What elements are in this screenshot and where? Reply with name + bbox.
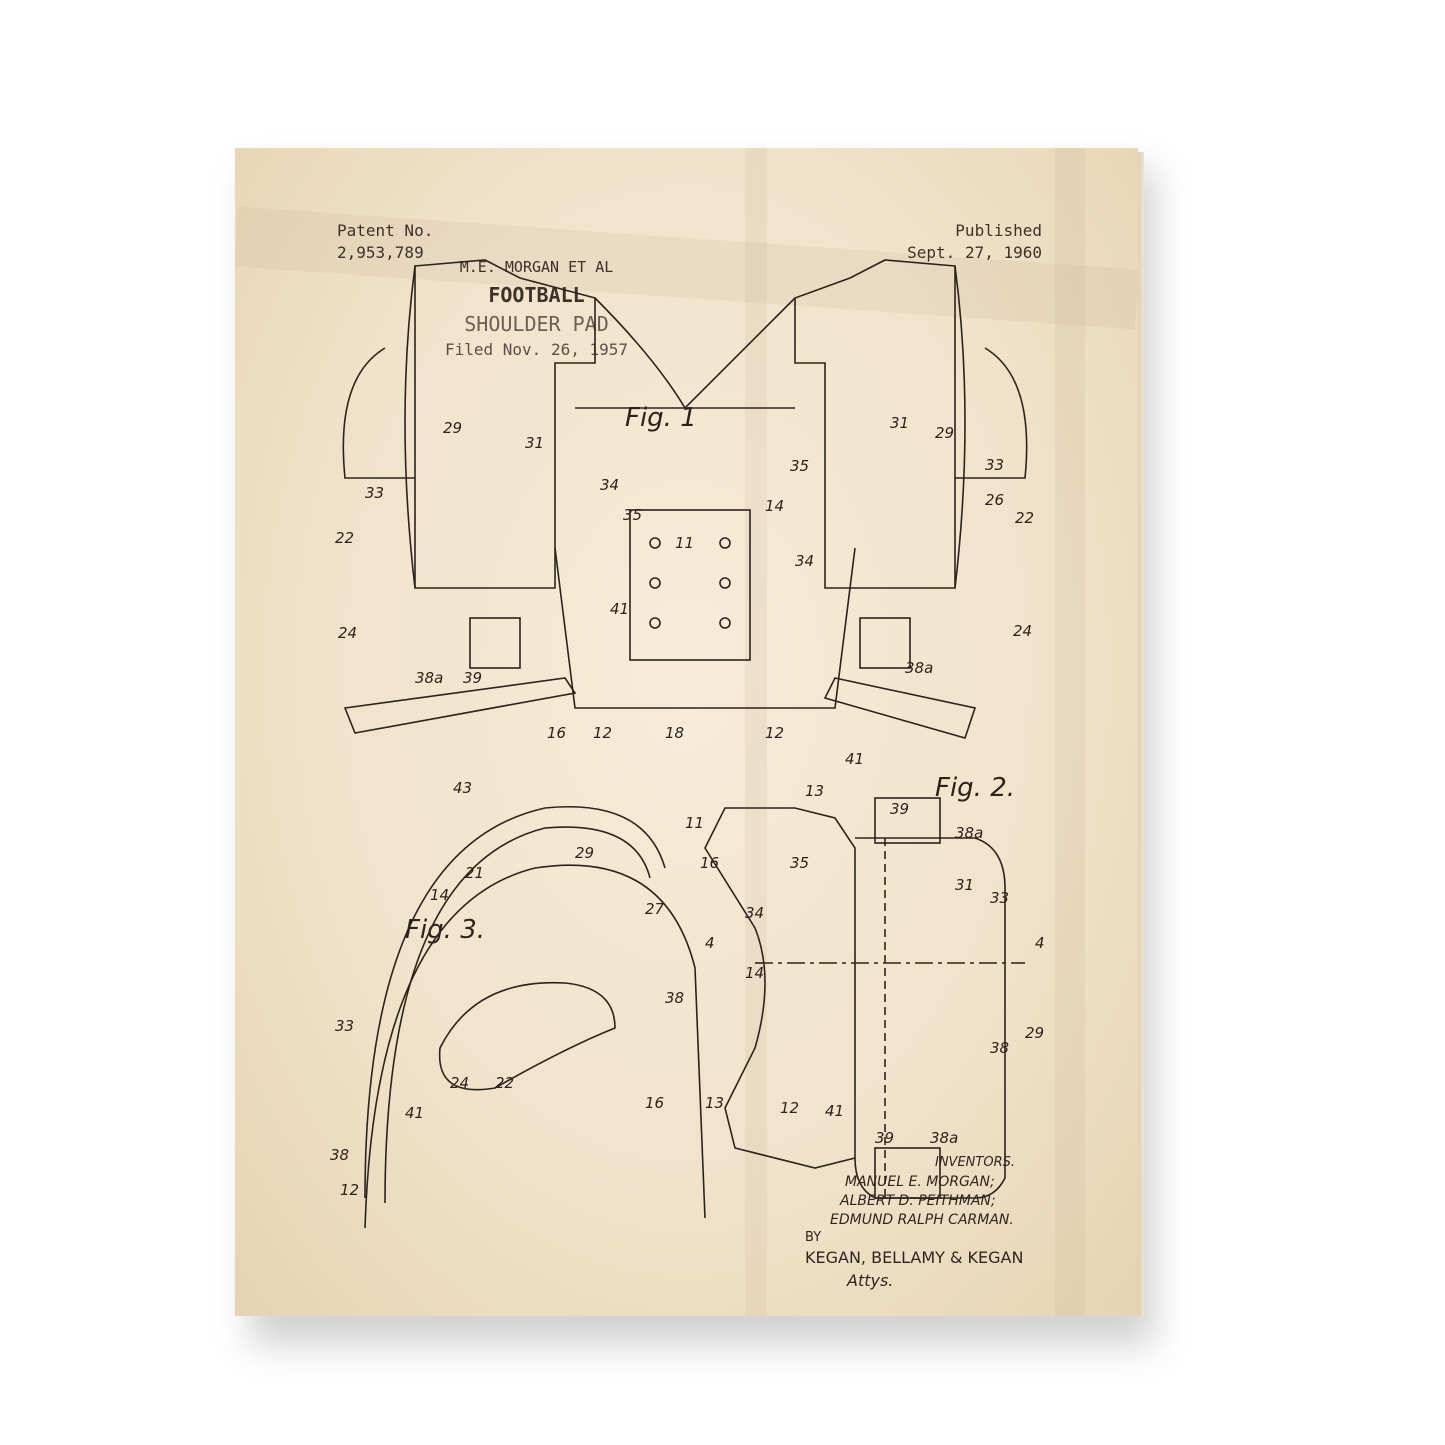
inventor-short: M.E. MORGAN ET AL: [459, 258, 614, 276]
fig2-reference-numerals: 13 41 39 38a 11 16 35 31 33 34 4 4 14 29 38 12 41 39 38a: [685, 750, 1045, 1147]
by-label: BY: [805, 1230, 822, 1245]
reference-numeral: 41: [825, 1102, 844, 1120]
reference-numeral: 41: [405, 1104, 424, 1122]
reference-numeral: 14: [745, 964, 764, 982]
reference-numeral: 16: [700, 854, 719, 872]
reference-numeral: 13: [805, 782, 824, 800]
reference-numeral: 34: [745, 904, 764, 922]
reference-numeral: 35: [790, 854, 809, 872]
acrylic-edge: [1136, 152, 1144, 1316]
title-line1: FOOTBALL: [488, 283, 585, 307]
reference-numeral: 16: [645, 1094, 664, 1112]
fig3-label: Fig. 3.: [405, 915, 485, 945]
reference-numeral: 22: [335, 529, 354, 547]
fig2-label: Fig. 2.: [935, 773, 1015, 803]
reference-numeral: 41: [845, 750, 864, 768]
reference-numeral: 41: [610, 600, 629, 618]
reference-numeral: 34: [600, 476, 619, 494]
reference-numeral: 33: [335, 1017, 354, 1035]
fig1-label: Fig. 1: [625, 403, 697, 433]
inventors-label: INVENTORS.: [935, 1155, 1015, 1170]
reference-numeral: 21: [465, 864, 484, 882]
reference-numeral: 33: [365, 484, 384, 502]
reference-numeral: 38a: [930, 1129, 958, 1147]
reference-numeral: 38a: [955, 824, 983, 842]
inventor-3: EDMUND RALPH CARMAN.: [830, 1212, 1014, 1228]
reference-numeral: 12: [593, 724, 612, 742]
reference-numeral: 31: [525, 434, 544, 452]
reference-numeral: 31: [890, 414, 909, 432]
reference-numeral: 39: [463, 669, 482, 687]
fig2-drawing: [704, 797, 1025, 1199]
patent-drawings: Fig. 1 Fig. 2. Fig. 3. 29313322243435114…: [330, 259, 1045, 1229]
reference-numeral: 35: [790, 457, 809, 475]
reference-numeral: 16: [547, 724, 566, 742]
reference-numeral: 31: [955, 876, 974, 894]
reference-numeral: 18: [665, 724, 684, 742]
figure-labels: Fig. 1 Fig. 2. Fig. 3.: [405, 403, 1015, 945]
glare: [1055, 148, 1085, 1316]
attorneys: KEGAN, BELLAMY & KEGAN: [805, 1248, 1024, 1267]
patent-print: Patent No. 2,953,789 Published Sept. 27,…: [235, 148, 1138, 1316]
fig3-reference-numerals: 21 29 14 27 38 33 24 22 41 38 16 13 12: [330, 844, 724, 1199]
inventor-1: MANUEL E. MORGAN;: [845, 1174, 995, 1190]
reference-numeral: 22: [495, 1074, 514, 1092]
patent-label: Patent No.: [337, 221, 434, 240]
reference-numeral: 38: [990, 1039, 1009, 1057]
reference-numeral: 38: [330, 1146, 349, 1164]
reference-numeral: 12: [340, 1181, 359, 1199]
reference-numeral: 11: [675, 534, 694, 552]
reference-numeral: 43: [453, 779, 472, 797]
reference-numeral: 29: [935, 424, 954, 442]
reference-numeral: 29: [575, 844, 594, 862]
reference-numeral: 29: [443, 419, 462, 437]
reference-numeral: 27: [645, 900, 665, 918]
reference-numeral: 4: [1035, 934, 1045, 952]
reference-numeral: 22: [1015, 509, 1034, 527]
reference-numeral: 24: [450, 1074, 469, 1092]
reference-numeral: 39: [890, 800, 909, 818]
reference-numeral: 33: [990, 889, 1009, 907]
published-label: Published: [955, 221, 1042, 240]
patent-number: 2,953,789: [337, 243, 424, 262]
reference-numeral: 24: [338, 624, 357, 642]
attys-signature: Attys.: [847, 1271, 894, 1290]
reference-numeral: 24: [1013, 622, 1032, 640]
fig3-drawing: [364, 806, 706, 1229]
reference-numeral: 38: [665, 989, 684, 1007]
reference-numeral: 13: [705, 1094, 724, 1112]
reference-numeral: 38a: [905, 659, 933, 677]
filed-date: Filed Nov. 26, 1957: [444, 340, 629, 359]
reference-numeral: 4: [705, 934, 715, 952]
reference-numeral: 14: [430, 886, 449, 904]
reference-numeral: 12: [780, 1099, 799, 1117]
reference-numeral: 29: [1025, 1024, 1044, 1042]
reference-numeral: 34: [795, 552, 814, 570]
fig1-drawing: [342, 259, 1028, 739]
reference-numeral: 12: [765, 724, 784, 742]
title-line2: SHOULDER PAD: [464, 312, 609, 336]
reference-numeral: 26: [985, 491, 1004, 509]
reference-numeral: 33: [985, 456, 1004, 474]
reference-numeral: 11: [685, 814, 704, 832]
reference-numeral: 38a: [415, 669, 443, 687]
published-date: Sept. 27, 1960: [907, 243, 1042, 262]
inventor-2: ALBERT D. PEITHMAN;: [840, 1193, 996, 1209]
reference-numeral: 14: [765, 497, 784, 515]
reference-numeral: 39: [875, 1129, 894, 1147]
reference-numeral: 35: [623, 506, 642, 524]
